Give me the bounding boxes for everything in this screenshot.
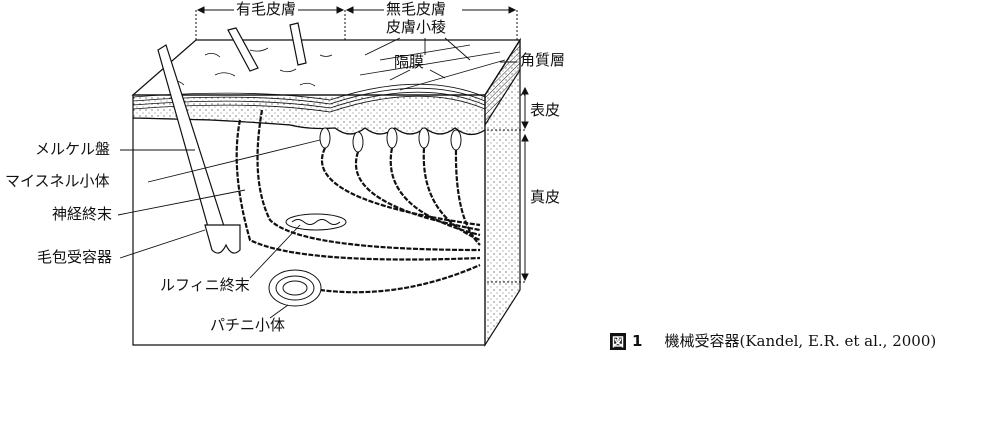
label-stratum-corneum: 角質層 (520, 51, 566, 69)
figure-source: (Kandel, E.R. et al., 2000) (739, 332, 937, 350)
dermis-front (132, 117, 486, 346)
label-hairy-skin: 有毛皮膚 (236, 0, 297, 18)
top-surface (131, 39, 522, 96)
skin-block (131, 37, 522, 348)
label-glabrous-skin: 無毛皮膚 (386, 0, 447, 18)
figure-number: 1 (632, 332, 643, 350)
dimension-arrows (195, 6, 518, 40)
label-meissner-corpuscle: マイスネル小体 (5, 172, 110, 190)
label-merkel-disc: メルケル盤 (35, 140, 111, 158)
layer-brackets (487, 86, 529, 283)
nerve-fibers (235, 109, 481, 294)
leader-lines (117, 37, 517, 319)
hairs (157, 22, 307, 254)
meissner-corpuscles (319, 127, 462, 153)
pacinian-corpuscle (268, 269, 322, 307)
label-epidermis: 表皮 (530, 101, 561, 119)
label-hair-follicle-receptor: 毛包受容器 (37, 248, 113, 266)
label-papillary-ridge: 皮膚小稜 (386, 18, 447, 36)
stratum-corneum-side (484, 37, 521, 128)
ruffini-ending (285, 213, 347, 231)
label-free-nerve-ending: 神経終末 (52, 205, 113, 223)
label-pacinian-corpuscle: パチニ小体 (210, 316, 286, 334)
hair-surface-texture (169, 47, 333, 87)
label-dermis: 真皮 (530, 188, 561, 206)
label-ruffini-ending: ルフィニ終末 (160, 276, 250, 294)
hair-follicle-bulb (204, 224, 241, 254)
stratum-corneum-lines (132, 44, 506, 113)
figure-title: 機械受容器 (664, 332, 740, 350)
label-septum: 隔膜 (394, 53, 425, 71)
figure-label: 図 (610, 333, 627, 350)
